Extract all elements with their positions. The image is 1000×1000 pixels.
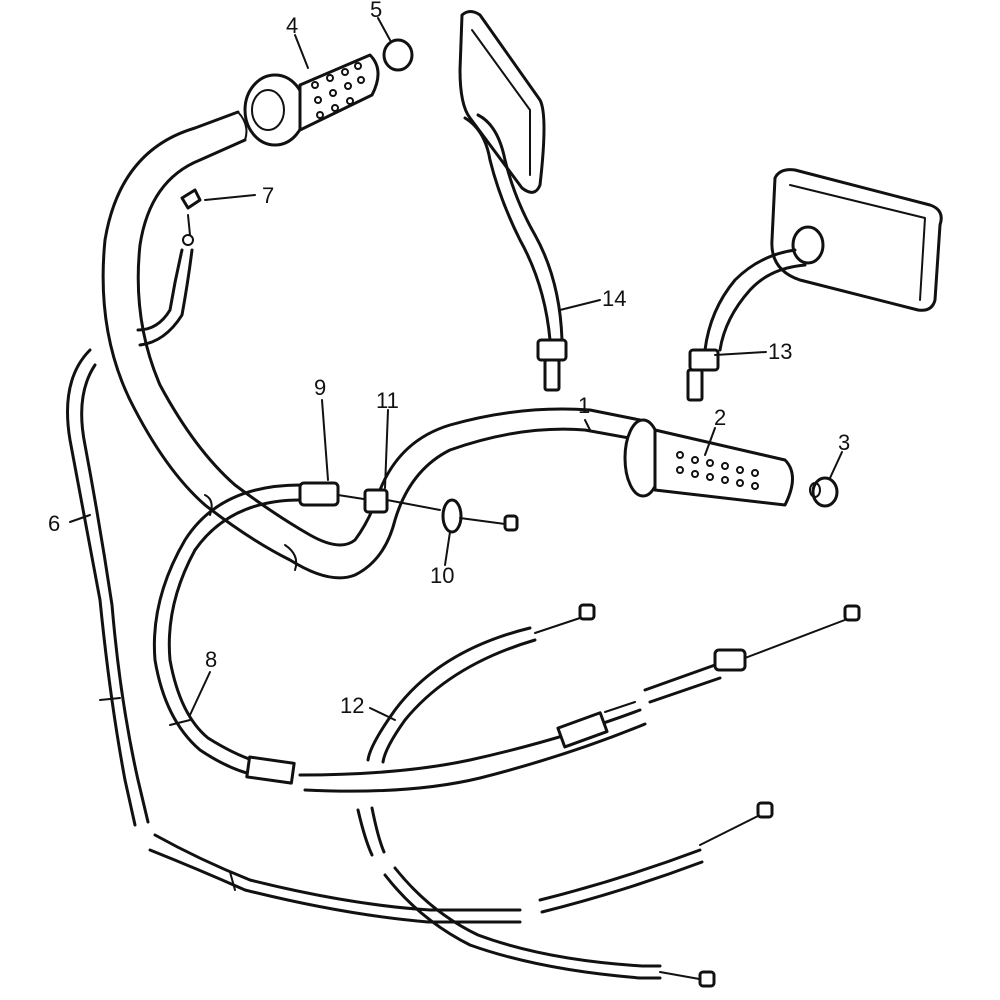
callout-1: 1 <box>578 393 590 418</box>
throttle-grip <box>243 53 380 147</box>
right-grip <box>623 418 794 507</box>
lower-cable <box>383 801 774 988</box>
callout-8: 8 <box>205 647 217 672</box>
callout-12: 12 <box>340 693 364 718</box>
callout-9: 9 <box>314 375 326 400</box>
callout-11: 11 <box>376 388 399 413</box>
grip-end <box>382 38 414 72</box>
bar-end-plug <box>809 476 839 508</box>
callout-4: 4 <box>286 13 298 38</box>
callout-3: 3 <box>838 430 850 455</box>
callout-13: 13 <box>768 339 792 364</box>
callout-10: 10 <box>430 563 454 588</box>
callout-14: 14 <box>602 286 626 311</box>
leader-lines <box>69 17 843 721</box>
callout-6: 6 <box>48 511 60 536</box>
callout-5: 5 <box>370 0 382 22</box>
cable-6 <box>66 348 522 924</box>
cable-12 <box>356 603 596 857</box>
wire-7 <box>136 188 202 347</box>
callout-labels: 1 2 3 4 5 6 7 8 9 10 11 12 13 14 <box>48 0 850 718</box>
handlebar <box>101 110 642 580</box>
clutch-cable <box>556 604 861 749</box>
right-mirror <box>686 168 943 402</box>
left-mirror <box>458 10 568 392</box>
callout-2: 2 <box>714 405 726 430</box>
callout-7: 7 <box>262 183 274 208</box>
adjuster-assembly <box>298 481 519 534</box>
